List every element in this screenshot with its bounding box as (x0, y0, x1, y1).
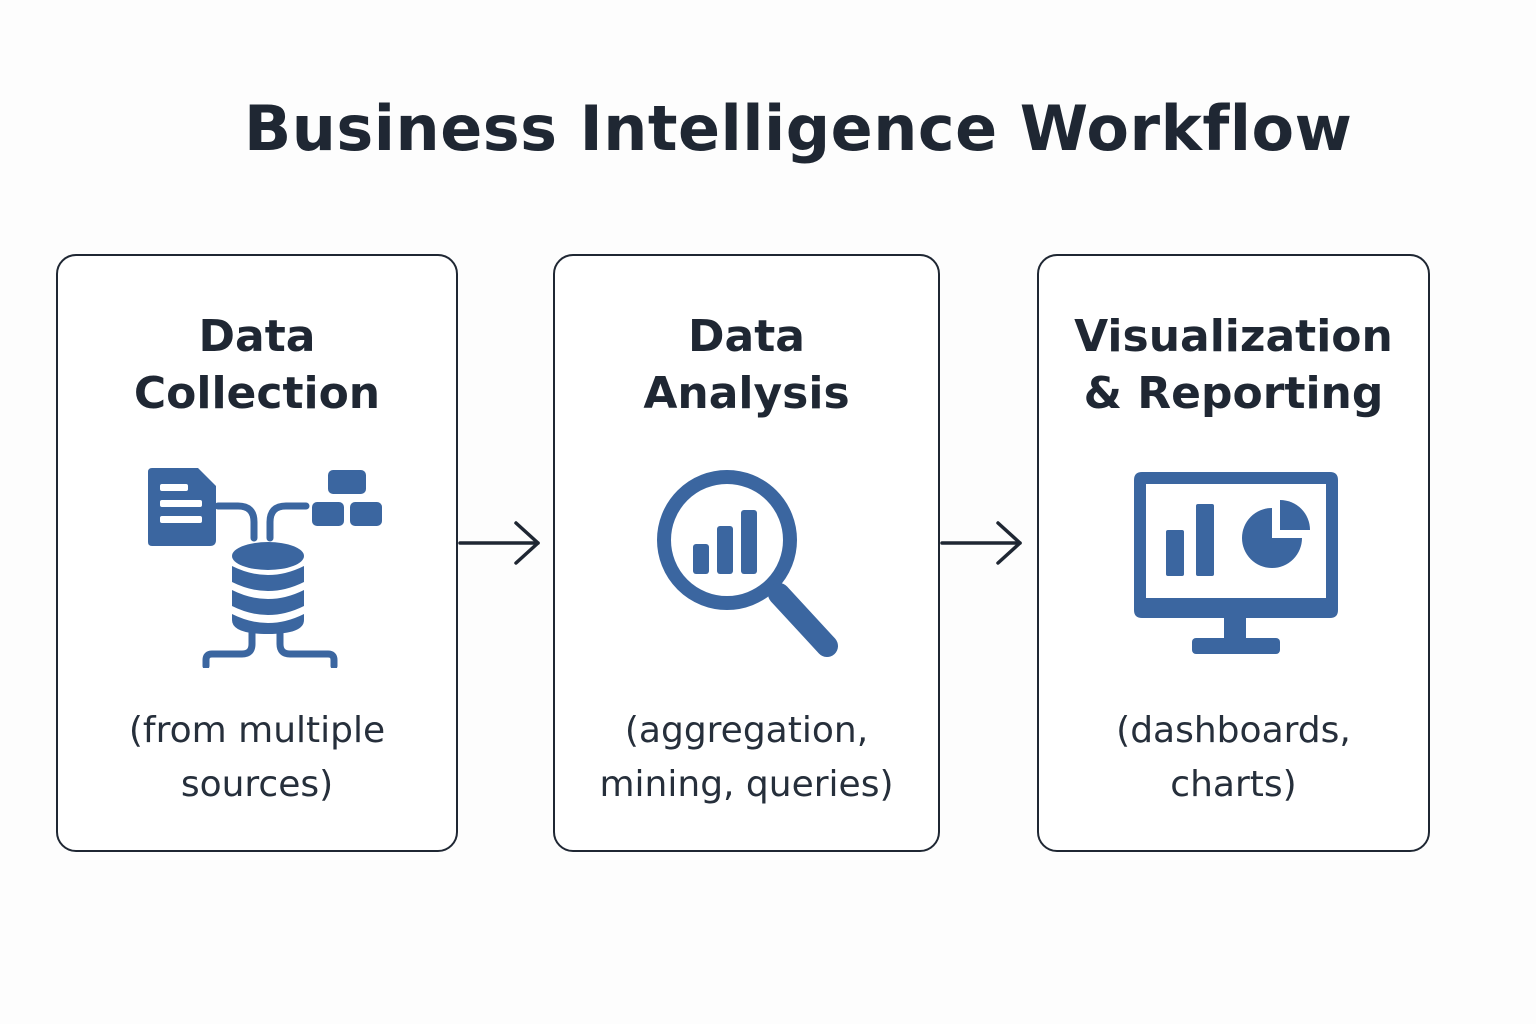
stage-description: (aggregation, mining, queries) (555, 704, 938, 812)
stage-title-line: & Reporting (1083, 368, 1384, 419)
stage-title-line: Data (688, 311, 805, 362)
stage-title: Data Analysis (555, 308, 938, 422)
stage-title: Visualization & Reporting (1039, 308, 1428, 422)
stage-title-line: Visualization (1074, 311, 1393, 362)
stage-description: (from multiple sources) (58, 704, 456, 812)
stage-description-line: sources) (180, 764, 334, 805)
stage-title-line: Collection (133, 368, 381, 419)
page-title: Business Intelligence Workflow (244, 92, 1353, 165)
stage-description-line: (from multiple (128, 710, 386, 751)
stage-title-line: Data (198, 311, 316, 362)
magnifier-chart-icon (657, 470, 838, 657)
arrow-right-icon (940, 521, 1022, 565)
stage-description-line: (dashboards, (1116, 710, 1351, 751)
stage-title-line: Analysis (643, 368, 850, 419)
stage-description: (dashboards, charts) (1039, 704, 1428, 812)
database-sources-icon (148, 468, 382, 668)
stage-description-line: charts) (1170, 764, 1297, 805)
stage-data-analysis: Data Analysis (aggregation, mining, quer… (553, 254, 940, 852)
monitor-dashboard-icon (1134, 472, 1338, 654)
arrow-right-icon (458, 521, 540, 565)
stage-visualization-reporting: Visualization & Reporting (dashboards, c… (1037, 254, 1430, 852)
stage-data-collection: Data Collection (56, 254, 458, 852)
stage-description-line: mining, queries) (599, 764, 894, 805)
stage-title: Data Collection (58, 308, 456, 422)
stage-description-line: (aggregation, (624, 710, 869, 751)
